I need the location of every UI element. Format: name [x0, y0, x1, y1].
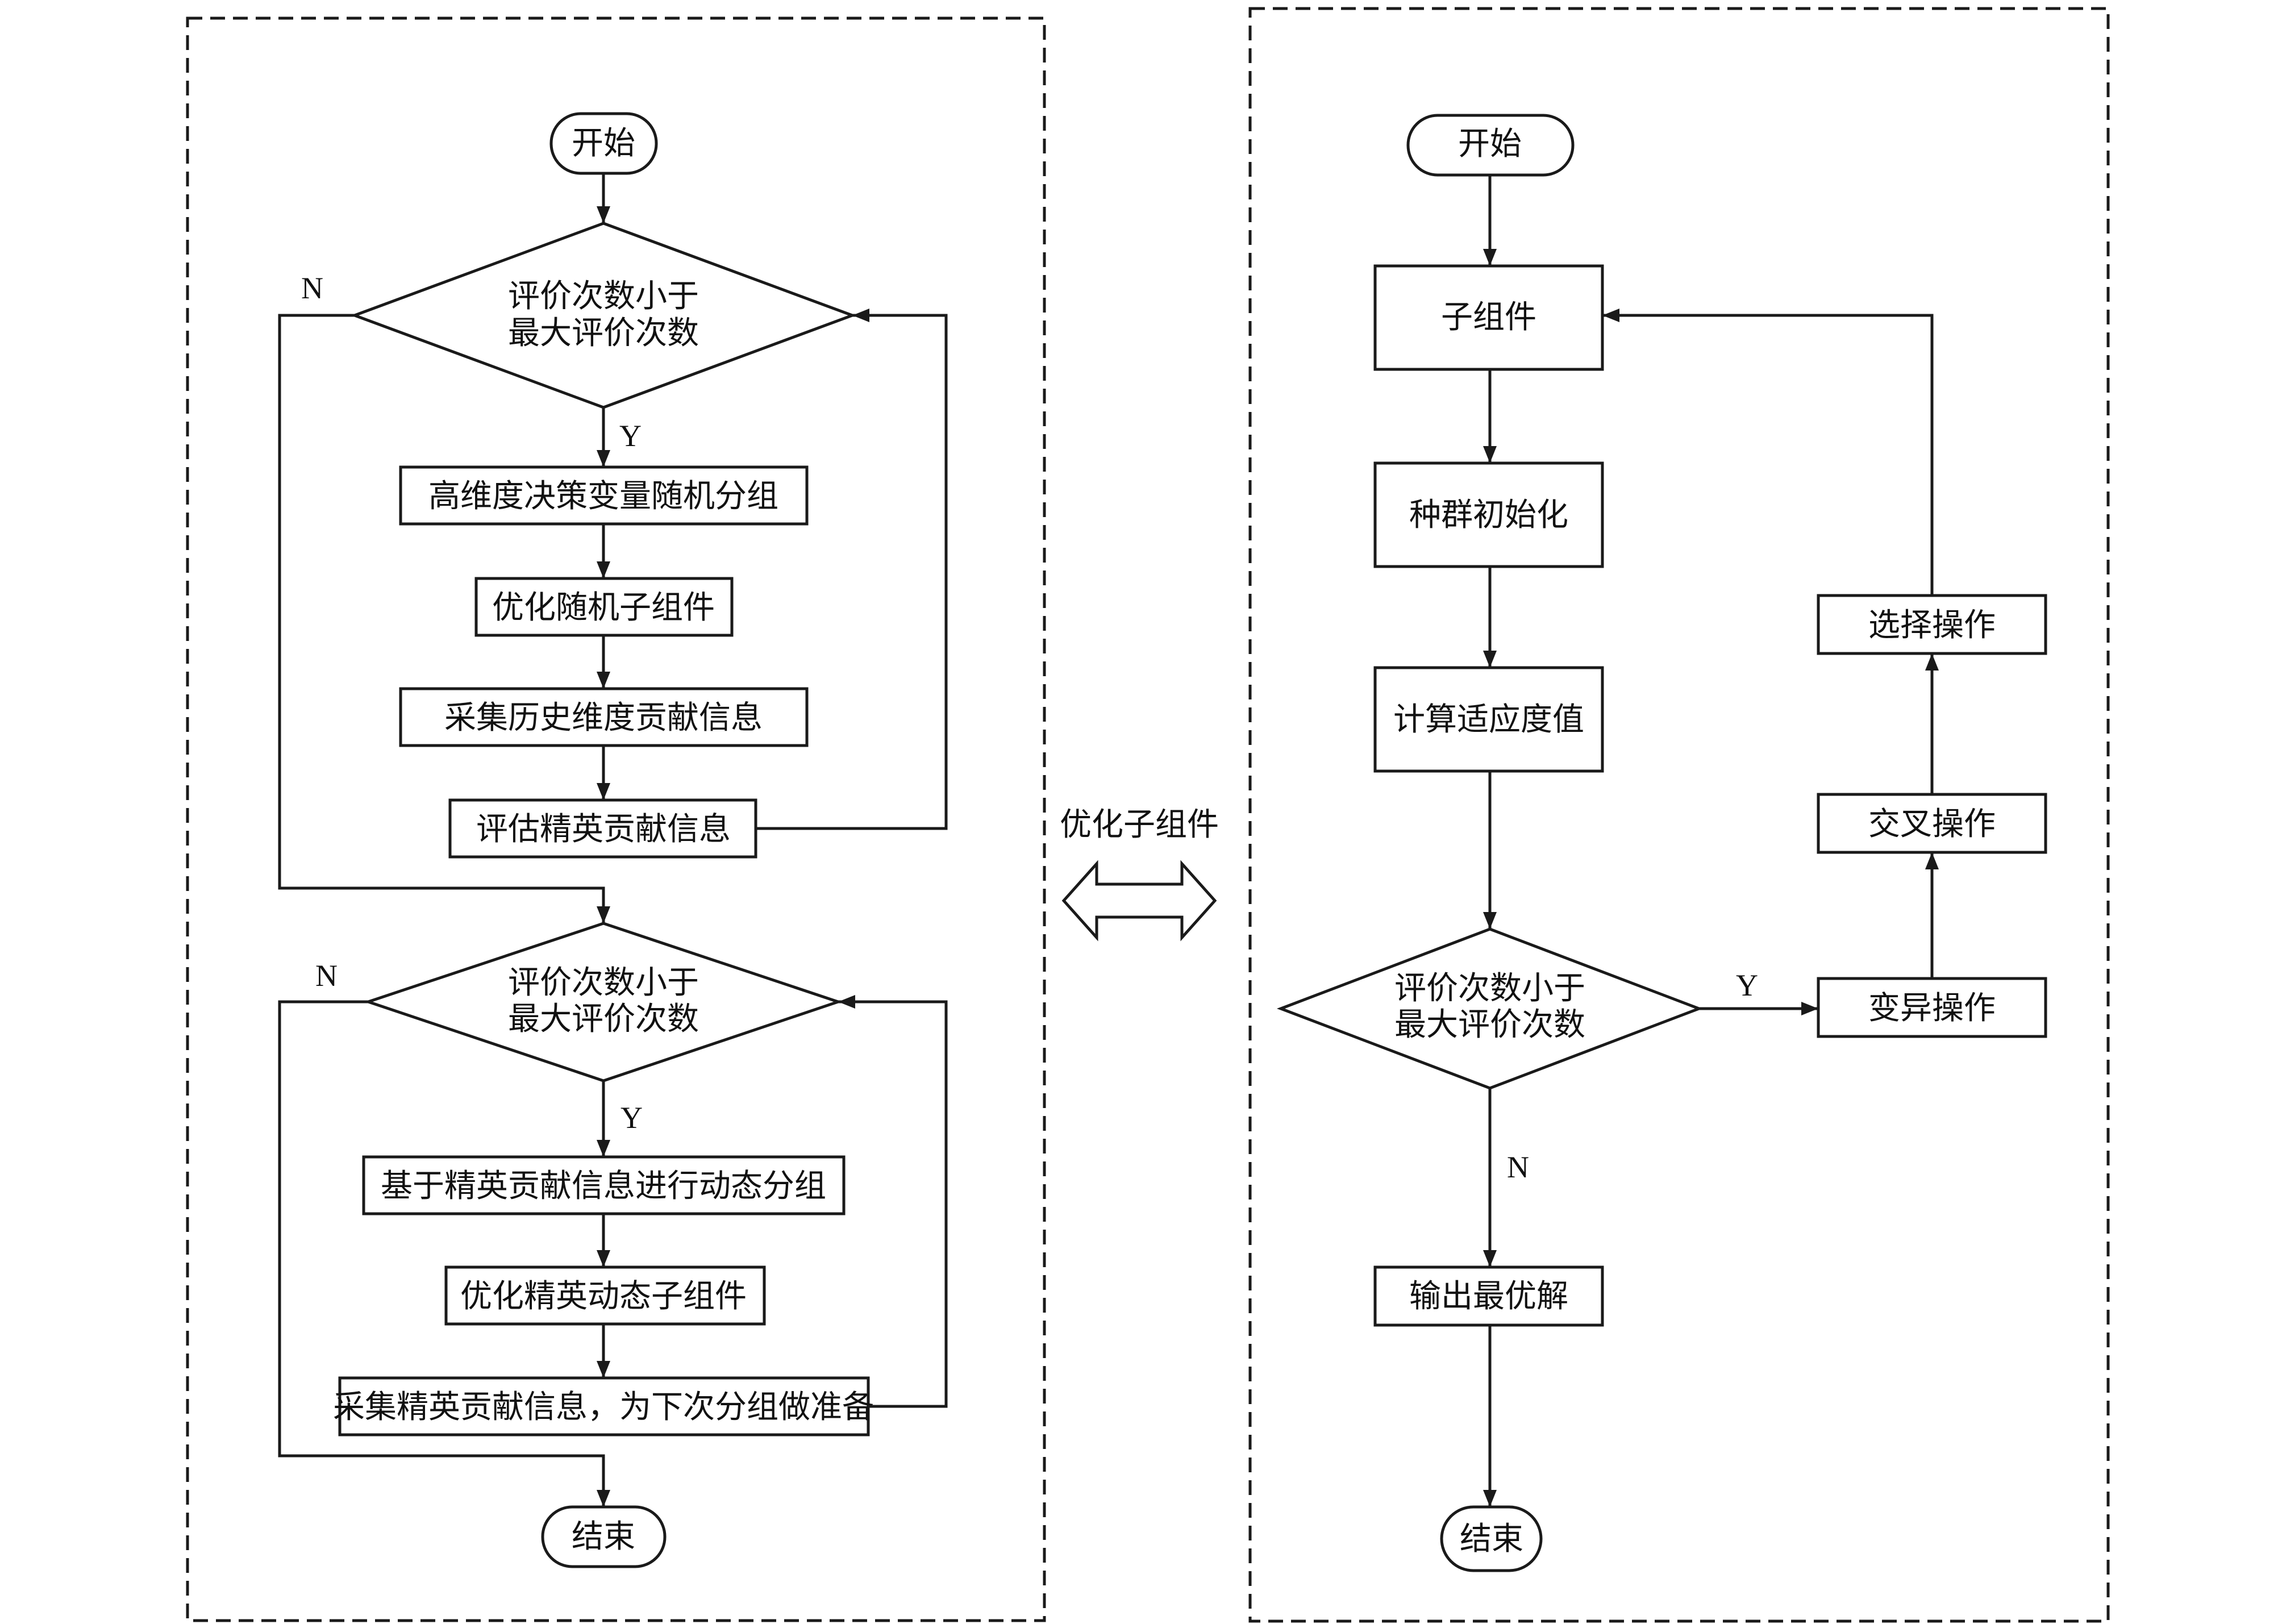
left-loop2-no-label: N: [315, 959, 338, 993]
left-loop2-step-3-label: 采集精英贡献信息，为下次分组做准备: [333, 1389, 874, 1426]
left-end-node: [541, 1505, 667, 1568]
right-init-label: 种群初始化: [1409, 497, 1568, 534]
right-crossover-node: [1817, 793, 2047, 854]
left-loop2-yes-label: Y: [621, 1101, 643, 1135]
left-loop1-step-2: [474, 577, 734, 637]
right-selection-label: 选择操作: [1868, 607, 1996, 644]
left-loop1-step-4-label: 评估精英贡献信息: [476, 811, 731, 848]
right-mutation-node: [1817, 977, 2047, 1038]
right-yes-label: Y: [1736, 968, 1758, 1002]
left-loop2-exit-arrow: [278, 1000, 610, 1507]
left-end-label: 结束: [572, 1518, 635, 1555]
right-fitness-label: 计算适应度值: [1393, 701, 1584, 738]
left-loop1-yes-label: Y: [619, 419, 642, 453]
right-subcomponent-label: 子组件: [1441, 299, 1536, 336]
right-condition-line2: 最大评价次数: [1394, 1006, 1585, 1043]
right-mutation-label: 变异操作: [1868, 990, 1996, 1027]
right-crossover-label: 交叉操作: [1868, 806, 1996, 843]
left-loop1-exit-arrow: [278, 314, 610, 923]
left-loop2-condition-line1: 评价次数小于: [508, 964, 699, 1001]
left-loop1-no-label: N: [301, 271, 323, 305]
left-loop1-condition-line2: 最大评价次数: [508, 315, 699, 352]
right-fitness-node: [1373, 666, 1604, 773]
bidirectional-arrow-icon: [1061, 860, 1217, 942]
left-loop2-feedback-arrow: [838, 995, 948, 1408]
left-loop1-condition-line1: 评价次数小于: [508, 278, 699, 315]
right-subcomponent-node: [1373, 264, 1604, 371]
right-start-label: 开始: [1458, 126, 1522, 163]
right-no-label: N: [1507, 1150, 1529, 1184]
left-loop1-step-4: [448, 798, 757, 859]
left-loop2-step-1: [362, 1155, 846, 1215]
right-arrow-selection-to-sub: [1602, 309, 1934, 596]
left-loop1-step-3-label: 采集历史维度贡献信息: [444, 699, 763, 736]
right-init-node: [1373, 461, 1604, 568]
left-loop2-step-1-label: 基于精英贡献信息进行动态分组: [381, 1168, 826, 1205]
left-loop1-step-2-label: 优化随机子组件: [492, 589, 715, 626]
connector-label: 优化子组件: [1060, 806, 1219, 843]
right-condition-line1: 评价次数小于: [1394, 970, 1585, 1007]
left-loop2-condition-line2: 最大评价次数: [508, 1001, 699, 1038]
right-output-label: 输出最优解: [1409, 1278, 1568, 1315]
left-loop1-step-1-label: 高维度决策变量随机分组: [428, 478, 778, 515]
left-panel-frame: [186, 16, 1046, 1622]
left-loop2-step-2: [444, 1265, 766, 1326]
left-loop1-feedback-arrow: [756, 309, 948, 830]
right-panel-frame: [1248, 7, 2110, 1623]
left-loop2-step-2-label: 优化精英动态子组件: [460, 1278, 747, 1315]
right-end-node: [1440, 1505, 1543, 1572]
left-start-label: 开始: [572, 125, 635, 162]
right-end-label: 结束: [1460, 1521, 1523, 1558]
